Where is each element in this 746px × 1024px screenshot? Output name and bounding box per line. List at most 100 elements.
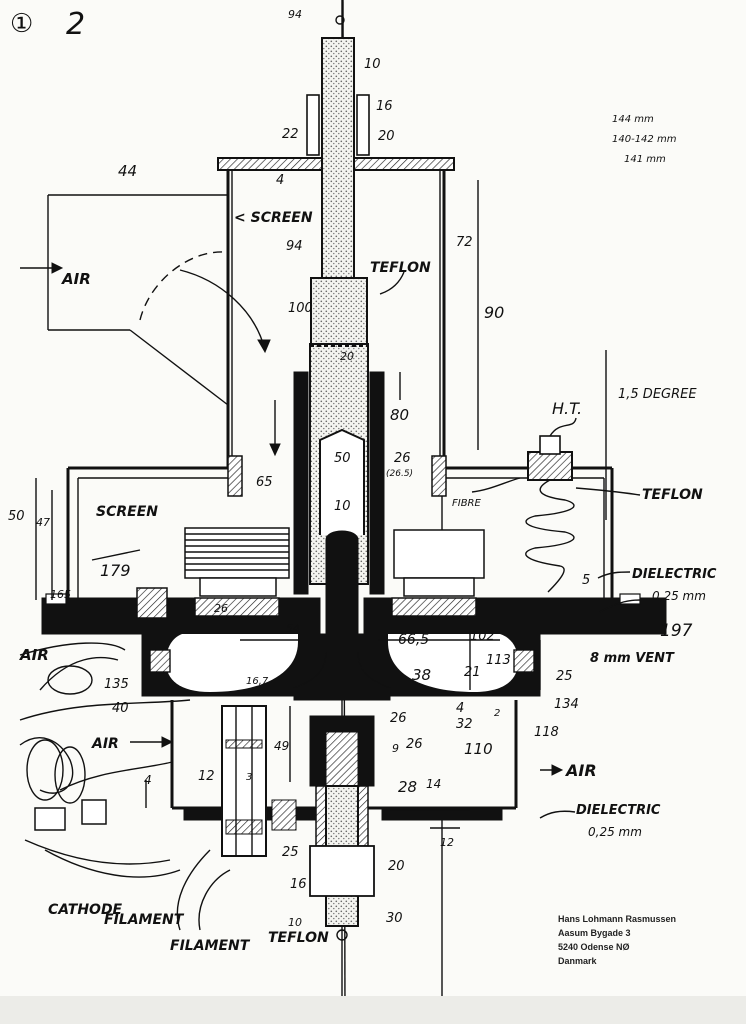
dim-54: 54 [286, 622, 300, 635]
dim-4-left: 4 [144, 773, 152, 787]
dim-66-5: 66,5 [398, 632, 429, 648]
dim-197: 197 [660, 621, 693, 641]
dim-94-top: 94 [288, 8, 302, 21]
label-fibre: FIBRE [452, 498, 482, 509]
label-screen-left: SCREEN [96, 504, 158, 520]
dim-9: 9 [392, 742, 399, 755]
dim-4-top: 4 [276, 173, 284, 188]
scan-bottom-edge [0, 996, 746, 1024]
dim-26-low: 26 [390, 711, 407, 726]
base-plate [41, 587, 667, 635]
dim-28: 28 [398, 778, 417, 796]
dim-50-left: 50 [8, 509, 25, 524]
dim-26-low2: 26 [406, 737, 423, 752]
note-line-2: 140-142 mm [612, 134, 677, 145]
dim-47: 47 [36, 516, 50, 529]
dim-102: 102 [470, 629, 495, 644]
dim-12-bottom: 12 [440, 836, 454, 849]
dim-110: 110 [464, 740, 493, 758]
dim-21: 21 [464, 665, 481, 680]
dim-10-mid: 10 [334, 499, 351, 514]
dim-2: 2 [494, 708, 500, 719]
dim-165: 165 [50, 588, 71, 601]
label-filament-2: FILAMENT [170, 938, 251, 954]
dim-118: 118 [534, 725, 559, 740]
dim-20-mid: 20 [340, 350, 354, 363]
note-line-3: 141 mm [624, 154, 666, 165]
dim-26-5: (26.5) [386, 469, 413, 479]
dim-26: 26 [394, 451, 411, 466]
label-ht: H.T. [552, 399, 582, 418]
dim-179: 179 [100, 561, 131, 580]
dim-135: 135 [104, 677, 129, 692]
dim-49: 49 [274, 739, 289, 753]
label-cathode: CATHODE [48, 902, 123, 918]
label-dielectric-bottom: DIELECTRIC [576, 803, 661, 818]
dim-44: 44 [118, 162, 137, 180]
dimension-numbers: 94 10 16 22 20 44 4 94 72 100 90 20 80 5… [8, 8, 693, 929]
label-degree: 1,5 DEGREE [618, 387, 697, 402]
dimension-lines [35, 372, 564, 829]
label-air-intake: AIR [19, 646, 49, 664]
dim-5: 5 [582, 573, 590, 588]
dim-100: 100 [288, 301, 313, 316]
note-line-1: 144 mm [612, 114, 654, 125]
label-dielectric-top-value: 0,25 mm [652, 589, 706, 603]
ht-coil [525, 417, 577, 593]
label-screen-top: < SCREEN [234, 210, 313, 226]
label-teflon-top: TEFLON [370, 260, 431, 276]
dim-40: 40 [112, 701, 129, 716]
label-vent: 8 mm VENT [590, 651, 675, 666]
dim-20-bottom: 20 [388, 859, 405, 874]
label-teflon-right: TEFLON [642, 487, 703, 503]
dim-94-mid: 94 [286, 239, 303, 254]
dim-38: 38 [412, 666, 431, 684]
label-teflon-bottom: TEFLON [268, 930, 329, 946]
right-component-block [393, 529, 485, 597]
dim-14: 14 [426, 777, 441, 791]
label-air-mid: AIR [91, 736, 119, 752]
label-dielectric-bottom-value: 0,25 mm [588, 825, 642, 839]
label-dielectric-top: DIELECTRIC [632, 567, 717, 582]
dim-90: 90 [484, 303, 504, 322]
dim-134: 134 [554, 697, 579, 712]
leader-lines [91, 271, 641, 819]
dim-80: 80 [390, 406, 409, 424]
dim-113: 113 [486, 653, 511, 668]
dim-10-top: 10 [364, 57, 381, 72]
dim-16-top: 16 [376, 99, 393, 114]
dim-32: 32 [456, 717, 473, 732]
dim-20-top: 20 [378, 129, 395, 144]
dim-16-bottom: 16 [290, 877, 307, 892]
air-duct [20, 194, 281, 457]
sheet-mark: ① [10, 9, 33, 39]
dim-65: 65 [256, 475, 273, 490]
stamp-line-1: Hans Lohmann Rasmussen [558, 914, 676, 924]
sleeves [293, 371, 385, 595]
label-air-out: AIR [564, 761, 597, 780]
address-stamp: Hans Lohmann Rasmussen Aasum Bygade 3 52… [558, 914, 676, 966]
dim-25-vent: 25 [556, 669, 573, 684]
stamp-line-2: Aasum Bygade 3 [558, 928, 631, 938]
lower-chamber [170, 700, 518, 941]
dim-26-flange: 26 [214, 602, 228, 615]
dim-4-low: 4 [456, 701, 464, 716]
dim-30: 30 [386, 911, 403, 926]
stamp-line-3: 5240 Odense NØ [558, 942, 630, 952]
left-component-stack [184, 527, 290, 597]
dim-12-left: 12 [198, 769, 215, 784]
hose-sketch [19, 642, 231, 931]
label-air-left: AIR [61, 270, 91, 288]
dim-16-7: 16,7 [246, 676, 269, 687]
dim-10-bottom: 10 [288, 916, 302, 929]
label-filament-1: FILAMENT [104, 912, 185, 928]
dim-22: 22 [282, 127, 299, 142]
page-number: 2 [66, 7, 85, 42]
dim-3: 3 [246, 772, 252, 783]
dim-25-low: 25 [282, 845, 299, 860]
dim-50-center: 50 [334, 451, 351, 466]
dim-72: 72 [456, 235, 473, 250]
stamp-line-4: Danmark [558, 956, 598, 966]
